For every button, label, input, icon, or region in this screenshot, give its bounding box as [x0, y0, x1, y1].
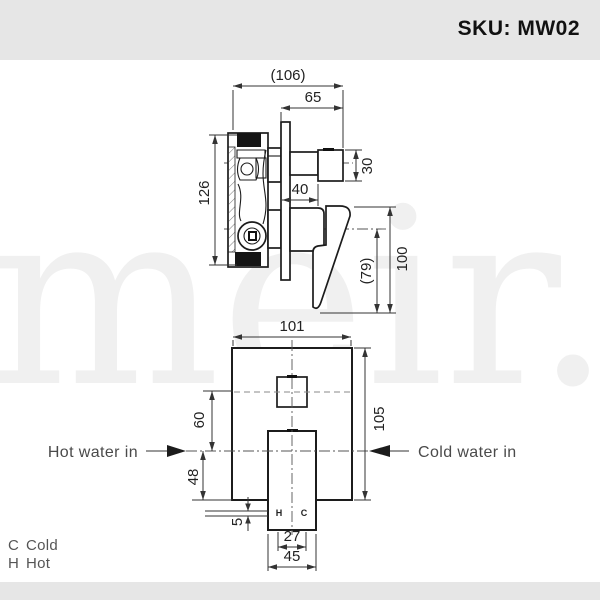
dim-plate-height: 105	[354, 347, 388, 501]
footer-band	[0, 582, 600, 600]
legend-cold-key: C	[8, 537, 20, 554]
mounting-bracket-top	[237, 133, 261, 147]
svg-text:27: 27	[284, 528, 301, 545]
dim-plate-width: 101	[232, 318, 352, 346]
legend-hot-label: Hot	[26, 555, 51, 572]
valve-body	[227, 132, 269, 268]
hot-water-label: Hot water in	[48, 444, 138, 461]
diverter-knob	[317, 149, 344, 182]
dim-handle-drop: (79)	[358, 229, 380, 313]
legend-cold-row: C Cold	[8, 537, 58, 555]
svg-text:(106): (106)	[270, 67, 305, 84]
header-band	[0, 0, 600, 60]
valve-port-slot	[248, 231, 257, 241]
svg-text:30: 30	[359, 158, 376, 175]
mounting-bracket-bottom	[235, 252, 261, 266]
svg-text:105: 105	[371, 406, 388, 431]
svg-text:101: 101	[279, 318, 304, 335]
dim-diverter-offset: 60	[191, 390, 233, 451]
legend-cold-label: Cold	[26, 537, 59, 554]
port-legend: C Cold H Hot	[8, 537, 58, 573]
svg-text:65: 65	[305, 89, 322, 106]
dim-center-to-bottom: 48	[185, 451, 232, 501]
port-label-cold: C	[301, 508, 308, 518]
cold-water-label: Cold water in	[418, 444, 517, 461]
dim-handle-height: 100	[320, 206, 411, 314]
svg-text:40: 40	[292, 181, 309, 198]
cartridge-stem	[255, 157, 267, 179]
dim-hub-depth: 40	[282, 181, 319, 206]
legend-hot-key: H	[8, 555, 20, 572]
valve-port-inner	[243, 227, 261, 245]
valve-port	[237, 221, 267, 251]
svg-text:(79): (79)	[358, 258, 375, 285]
body-hatch	[227, 146, 236, 253]
legend-hot-row: H Hot	[8, 555, 58, 573]
dim-body-height: 126	[196, 134, 237, 266]
svg-text:126: 126	[196, 180, 213, 205]
spout-connector	[267, 147, 282, 183]
casting-curve-right	[262, 149, 267, 225]
side-view: (106) 65 126	[196, 67, 411, 314]
hot-water-arrow-icon	[167, 445, 186, 457]
casting-curve-left	[237, 183, 242, 222]
dim-step: 5	[229, 497, 251, 531]
cold-water-arrow-icon	[369, 445, 390, 457]
port-label-hot: H	[276, 508, 283, 518]
dim-knob-size: 30	[345, 149, 376, 182]
svg-text:100: 100	[394, 246, 411, 271]
dim-trim-depth: 65	[280, 89, 343, 121]
hot-water-annotation: Hot water in	[48, 444, 186, 461]
sku-label: SKU: MW02	[457, 17, 580, 40]
dim-port-spacing: 27	[277, 528, 307, 551]
dim-handle-width: 45	[267, 534, 317, 571]
cartridge-dome	[236, 157, 260, 181]
handle-hub	[289, 207, 325, 252]
cartridge-detail	[240, 162, 254, 176]
spout-cylinder	[289, 151, 319, 176]
svg-text:60: 60	[191, 412, 208, 429]
front-view: H C 101 105	[48, 318, 517, 571]
handle-lever	[312, 205, 351, 310]
svg-text:5: 5	[229, 518, 246, 526]
svg-text:45: 45	[284, 548, 301, 565]
handle-connector	[267, 209, 282, 249]
svg-text:48: 48	[185, 469, 202, 486]
dim-overall-depth: (106)	[232, 67, 344, 148]
cold-water-annotation: Cold water in	[369, 444, 517, 461]
